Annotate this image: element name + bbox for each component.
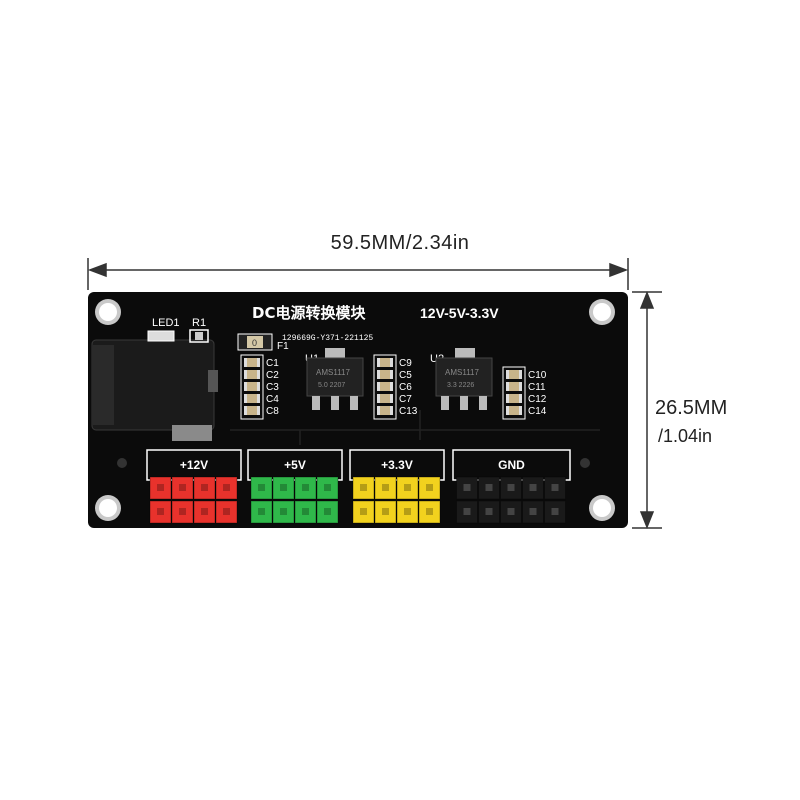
width-dimension-arrow [87,258,629,290]
led-component [147,330,175,342]
header-pin [272,476,295,500]
header-pin [352,476,375,500]
header-label: +3.3V [381,458,413,472]
pcb-traces [230,410,600,445]
silk-led-label: LED1 [152,317,180,329]
fuse: 0 [237,333,273,351]
header-pin [294,476,317,500]
capacitor [506,370,522,379]
board-serial: 129669G-Y371-221125 [282,334,373,343]
capacitor-label: C9 [399,358,412,369]
capacitor [377,406,393,415]
pin-header-gnd: GND [452,449,571,524]
header-pin [215,476,238,500]
header-pin [171,500,194,524]
capacitor-label: C14 [528,406,547,417]
pin-header-33v: +3.3V [349,449,445,524]
svg-text:AMS1117: AMS1117 [445,368,479,377]
header-pin [215,500,238,524]
header-pin [396,476,419,500]
capacitor-label: C5 [399,370,412,381]
capacitor-label: C2 [266,370,279,381]
width-dimension-label: 59.5MM/2.34in [330,232,470,254]
capacitor-label: C4 [266,394,279,405]
pin-header-5v: +5V [247,449,343,524]
capacitor [244,358,260,367]
header-pin [193,476,216,500]
capacitor-label: C11 [528,382,546,393]
header-label: +12V [180,458,208,472]
mounting-holes [95,299,615,521]
capacitor [377,382,393,391]
header-label: +5V [284,458,306,472]
pin-header-section: +12V +5V +3.3V GND [146,449,571,524]
capacitor [244,382,260,391]
capacitor-label: C12 [528,394,547,405]
capacitor [244,370,260,379]
capacitor-label: C8 [266,406,279,417]
resistor-component [189,329,209,343]
header-pin [294,500,317,524]
header-pin [418,476,441,500]
height-dimension-label-inches: /1.04in [658,426,713,446]
header-pin [193,500,216,524]
svg-text:AMS1117: AMS1117 [316,368,350,377]
header-pin [396,500,419,524]
capacitor [377,370,393,379]
svg-text:0: 0 [252,338,257,348]
header-pin [250,476,273,500]
header-pin [272,500,295,524]
header-pin [316,500,339,524]
header-pin [418,500,441,524]
board-title: DC电源转换模块 [252,304,366,322]
header-pin [149,500,172,524]
svg-text:3.3 2226: 3.3 2226 [447,382,474,389]
u2-regulator-chip: AMS1117 3.3 2226 [435,348,493,410]
header-pin [149,476,172,500]
capacitor [244,394,260,403]
header-pin [374,476,397,500]
u1-regulator-chip: AMS1117 5.0 2207 [306,348,364,410]
capacitor [377,394,393,403]
header-pin [250,500,273,524]
height-dimension-arrow [632,290,662,530]
capacitor-label: C13 [399,406,418,417]
height-dimension-label: 26.5MM [655,397,728,419]
dc-barrel-jack [91,339,218,441]
silk-r1-label: R1 [192,317,206,329]
capacitor-label: C6 [399,382,412,393]
capacitor-label: C3 [266,382,279,393]
header-pin [374,500,397,524]
capacitor [506,406,522,415]
header-pin [352,500,375,524]
pin-header-12v: +12V [146,449,242,524]
board-voltage-title: 12V-5V-3.3V [420,305,499,321]
capacitor-label: C10 [528,370,547,381]
capacitor-label: C7 [399,394,412,405]
silk-f1-label: F1 [277,341,289,352]
svg-text:5.0 2207: 5.0 2207 [318,382,345,389]
header-label: GND [498,458,525,472]
header-pin [171,476,194,500]
capacitor [377,358,393,367]
capacitor [506,394,522,403]
capacitor [506,382,522,391]
header-pin [316,476,339,500]
capacitor [244,406,260,415]
capacitor-label: C1 [266,358,279,369]
